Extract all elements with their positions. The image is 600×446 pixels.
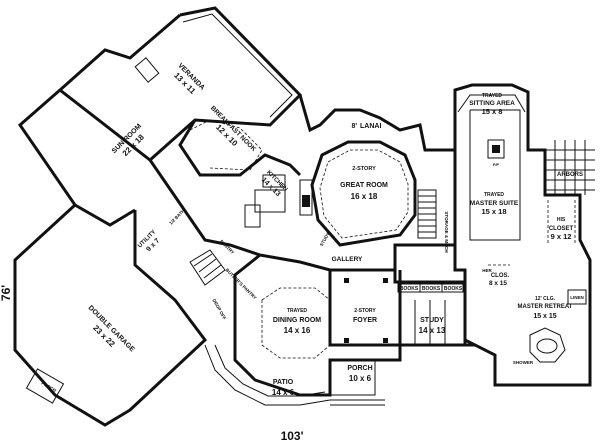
interior-detail (25, 57, 595, 406)
gallery-label: GALLERY (332, 256, 363, 263)
master-retreat-size: 15 x 15 (533, 313, 556, 320)
his-closet-size: 9 x 12 (551, 232, 572, 241)
dining-room-size: 14 x 16 (284, 326, 311, 335)
master-retreat-tag: 12' CLG. (535, 296, 556, 302)
overall-depth: 76' (0, 285, 13, 301)
dining-room-tag: TRAYED (287, 308, 307, 314)
patio-name: PATIO (273, 379, 294, 386)
books-2: BOOKS (422, 286, 441, 292)
patio-size: 14 x 6 (272, 388, 295, 397)
shower-label: SHOWER (513, 360, 534, 365)
sitting-area-size: 15 x 8 (482, 107, 503, 116)
sitting-area-name: SITTING AREA (469, 100, 515, 107)
half-bath-label: 1/2 BATH (168, 208, 185, 225)
her-closet-name: CLOS. (491, 273, 510, 279)
arbors-label: ARBORS (557, 172, 583, 178)
lanai-name: LANAI (360, 123, 381, 130)
foyer-tag: 2-STORY (354, 308, 376, 314)
storage-label: STORAGE & MECH (444, 211, 449, 252)
butlers-pantry-label: BUTLER'S PANTRY (225, 267, 258, 300)
dining-room-name: DINING ROOM (273, 317, 321, 324)
books-3: BOOKS (444, 286, 463, 292)
master-suite-tag: TRAYED (484, 192, 504, 198)
linen-label: LINEN (570, 295, 584, 300)
books-1: BOOKS (400, 286, 419, 292)
his-closet-tag: HIS (557, 217, 566, 223)
his-closet-name: CLOSET (549, 226, 574, 232)
her-closet-tag: HER (482, 268, 492, 273)
foyer-name: FOYER (353, 317, 377, 324)
overall-width: 103' (281, 429, 304, 443)
lanai-prefix: 8' (351, 123, 357, 130)
sitting-area-tag: TRAYED (482, 93, 502, 99)
front-porch-size: 10 x 6 (349, 374, 372, 383)
great-room-name: GREAT ROOM (340, 182, 388, 189)
master-suite-name: MASTER SUITE (470, 200, 519, 207)
exterior-walls (13, 6, 592, 427)
great-room-size: 16 x 18 (351, 192, 378, 201)
front-porch-name: PORCH (347, 365, 372, 372)
fireplace-label: F/P (493, 162, 500, 167)
study-size: 14 x 13 (419, 326, 446, 335)
great-room-tag: 2-STORY (352, 166, 376, 172)
study-name: STUDY (420, 317, 444, 324)
her-closet-size: 8 x 15 (489, 280, 507, 287)
garage-porch-label: PORCH (40, 380, 57, 392)
study-nook-label: STUDY (319, 231, 331, 247)
drop-off-label: DROP OFF (211, 298, 227, 321)
master-retreat-name: MASTER RETREAT (518, 304, 573, 310)
master-suite-size: 15 x 18 (481, 207, 506, 216)
